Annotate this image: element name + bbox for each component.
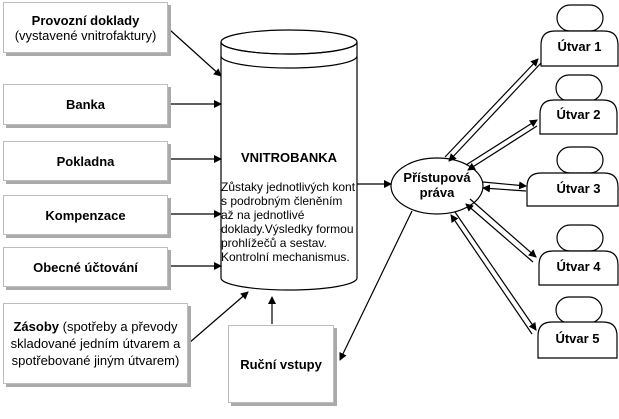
desc-line: doklady.Výsledky formou [221,222,354,236]
obecne-uctovani-label: Obecné účtování [33,259,138,275]
desc-line: Zůstaky jednotlivých kont [221,180,356,194]
unit-1-label: Útvar 1 [557,39,602,54]
pokladna-label: Pokladna [56,153,115,169]
rucni-vstupy-label: Ruční vstupy [240,356,322,372]
pristupova-line-1: Přístupová [403,170,471,185]
zasoby-line-3: spotřebované jiným útvarem) [11,353,180,368]
rucni-vstupy-box: Ruční vstupy [228,325,334,403]
unit-2-actor [539,74,618,135]
provozni-doklady-subtitle: (vystavené vnitrofaktury) [14,27,157,43]
zasoby-title: Zásoby [13,319,59,334]
pristupova-line-2: práva [419,185,455,200]
source-arrows [169,29,413,361]
unit-actors [526,4,619,359]
kompenzace-label: Kompenzace [45,207,126,223]
unit-arrows [444,58,542,335]
unit-3-actor [526,146,619,207]
unit-3-label: Útvar 3 [556,181,601,196]
unit-2-label: Útvar 2 [556,107,601,122]
desc-line: prohlížečů a sestav. [221,236,327,250]
provozni-doklady-box: Provozní doklady (vystavené vnitrofaktur… [3,2,168,53]
unit-1-actor [540,4,619,67]
desc-line: Kontrolní mechanismus. [221,250,350,264]
provozni-doklady-title: Provozní doklady [31,12,140,28]
pristupova-prava-label: Přístupová práva [391,170,483,200]
unit-4-label: Útvar 4 [556,259,601,274]
unit-5-actor [537,296,618,359]
pokladna-box: Pokladna [3,141,168,181]
banka-box: Banka [3,84,168,125]
vnitrobanka-cylinder [220,29,358,291]
vnitrobanka-description: Zůstaky jednotlivých kont s podrobným čl… [221,180,361,264]
unit-5-label: Útvar 5 [555,331,600,346]
obecne-uctovani-box: Obecné účtování [3,247,168,287]
banka-label: Banka [65,97,106,112]
desc-line: až na jednotlivé [221,208,305,222]
unit-4-actor [538,224,619,286]
kompenzace-box: Kompenzace [3,195,168,235]
vnitrobanka-title: VNITROBANKA [240,150,338,165]
desc-line: s podrobným členěním [221,194,343,208]
zasoby-box: Zásoby (spotřeby a převody skladované je… [3,303,188,384]
zasoby-line-2: skladované jedním útvarem a [10,336,181,351]
zasoby-line-1: (spotřeby a převody [59,319,178,334]
